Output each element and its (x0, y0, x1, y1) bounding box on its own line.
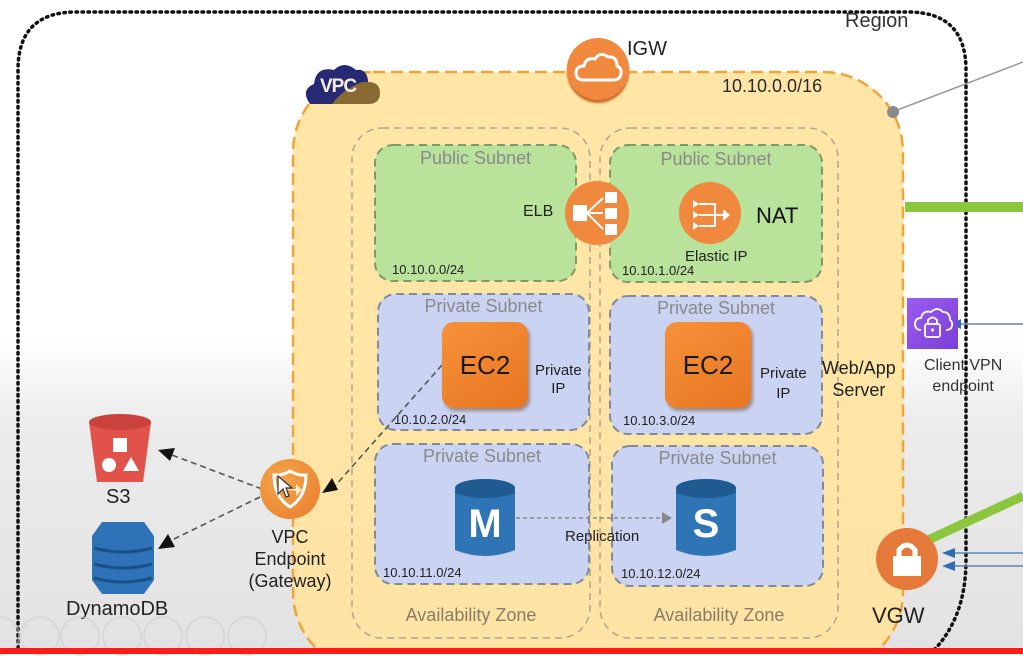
subnet-title: Private Subnet (656, 298, 776, 318)
connector-dot (887, 106, 899, 118)
subnet-4: Private Subnet (610, 298, 822, 319)
client-vpn-node[interactable] (907, 298, 958, 349)
subnet-3: Private Subnet (378, 296, 589, 317)
db-master-node[interactable]: M (453, 478, 517, 560)
availability-zone-label-1: Availability Zone (405, 605, 537, 625)
lock-icon (893, 542, 921, 576)
nat-gateway-node[interactable] (679, 182, 741, 244)
client-vpn-label: Client VPN endpoint (924, 355, 1002, 397)
database-icon (454, 479, 516, 556)
elb-node[interactable] (565, 181, 629, 245)
subnet-title: Private Subnet (422, 446, 542, 466)
vgw-arrow-head-1 (942, 548, 955, 558)
mouse-cursor-icon (277, 475, 294, 498)
endpoint-to-dynamo-arrow (158, 534, 175, 549)
vpc-cidr: 10.10.0.0/16 (722, 76, 823, 96)
cloud-lock-icon (914, 308, 954, 338)
private-ip-line: Private (760, 365, 807, 382)
ec2-label: EC2 (459, 349, 511, 380)
client-vpn-line: Client VPN (924, 357, 1003, 374)
subnet-title: Private Subnet (658, 448, 777, 468)
region-connector-line (891, 61, 1023, 113)
web-app-server-label: Web/App Server (822, 357, 896, 401)
shield-icon (272, 469, 308, 509)
vgw-label: VGW (872, 603, 925, 628)
s3-bucket-icon (89, 414, 151, 482)
subnet-title: Private Subnet (424, 296, 543, 316)
subnet-6: Private Subnet (612, 448, 823, 469)
ec2-to-endpoint-line (334, 364, 443, 487)
vpc-cloud-icon (305, 65, 380, 104)
ec2-instance-2[interactable]: EC2 (665, 322, 751, 408)
vgw-arrow-head-2 (942, 561, 955, 571)
ec2-label: EC2 (682, 349, 734, 380)
subnet-5: Private Subnet (375, 446, 589, 467)
web-app-line: Server (832, 380, 886, 400)
subnet-cidr: 10.10.2.0/24 (394, 412, 467, 427)
subnet-cidr: 10.10.1.0/24 (622, 263, 695, 278)
database-icon (675, 479, 737, 556)
subnet-cidr: 10.10.3.0/24 (623, 413, 696, 428)
db-slave-node[interactable]: S (674, 478, 738, 560)
green-link-top (905, 202, 1023, 212)
subnet-title: Public Subnet (660, 149, 772, 169)
replication-arrow (662, 512, 672, 524)
client-vpn-line: endpoint (932, 378, 994, 395)
private-ip-line: IP (776, 385, 791, 402)
endpoint-to-s3-arrow (158, 448, 175, 461)
subnet-2: Public Subnet (610, 149, 822, 170)
web-app-line: Web/App (822, 358, 896, 378)
region-label: Region (845, 10, 909, 32)
ec2-to-endpoint-arrow (322, 478, 338, 493)
db-master-letter: M (468, 502, 502, 546)
vpc-endpoint-line: VPC (271, 527, 309, 547)
private-ip-label-1: Private IP (535, 362, 582, 398)
igw-node[interactable] (567, 38, 629, 100)
private-ip-label-2: Private IP (760, 364, 807, 404)
private-ip-line: IP (551, 380, 566, 397)
nat-label: NAT (756, 203, 799, 228)
availability-zone-label-2: Availability Zone (653, 605, 785, 625)
endpoint-to-dynamo-line (171, 496, 261, 541)
elastic-ip-label: Elastic IP (685, 248, 748, 265)
s3-node[interactable] (87, 412, 153, 484)
green-link-vgw (926, 491, 1023, 545)
vgw-node[interactable] (876, 528, 938, 590)
vpc-endpoint-line: (Gateway) (248, 571, 332, 591)
subnet-title: Public Subnet (419, 148, 532, 168)
progress-bar[interactable] (0, 648, 1023, 654)
subnet-1: Public Subnet (375, 148, 576, 169)
vpc-badge: VPC (302, 60, 380, 106)
dynamodb-node[interactable] (92, 520, 154, 596)
db-slave-letter: S (692, 502, 720, 546)
vpc-badge-label: VPC (320, 76, 357, 97)
s3-label: S3 (106, 486, 131, 508)
private-ip-line: Private (535, 362, 582, 379)
vpc-endpoint-node[interactable] (260, 459, 320, 519)
subnet-cidr: 10.10.11.0/24 (383, 565, 462, 580)
subnet-cidr: 10.10.12.0/24 (621, 566, 701, 581)
ec2-instance-1[interactable]: EC2 (442, 322, 528, 408)
endpoint-to-s3-line (171, 454, 263, 490)
availability-zone-box-2 (599, 127, 839, 639)
cloud-icon (574, 52, 623, 82)
vpc-endpoint-line: Endpoint (254, 549, 326, 569)
load-balancer-icon (573, 192, 617, 235)
dynamodb-label: DynamoDB (66, 598, 169, 620)
nat-gateway-icon (693, 200, 730, 230)
region-border (16, 10, 968, 654)
dynamodb-icon (92, 522, 154, 594)
elb-label: ELB (523, 203, 554, 220)
public-subnet-box-1 (374, 144, 577, 282)
subnet-cidr: 10.10.0.0/24 (392, 262, 465, 277)
igw-label: IGW (627, 38, 667, 60)
replication-label: Replication (565, 528, 640, 545)
vpc-endpoint-label: VPC Endpoint (Gateway) (240, 526, 340, 592)
